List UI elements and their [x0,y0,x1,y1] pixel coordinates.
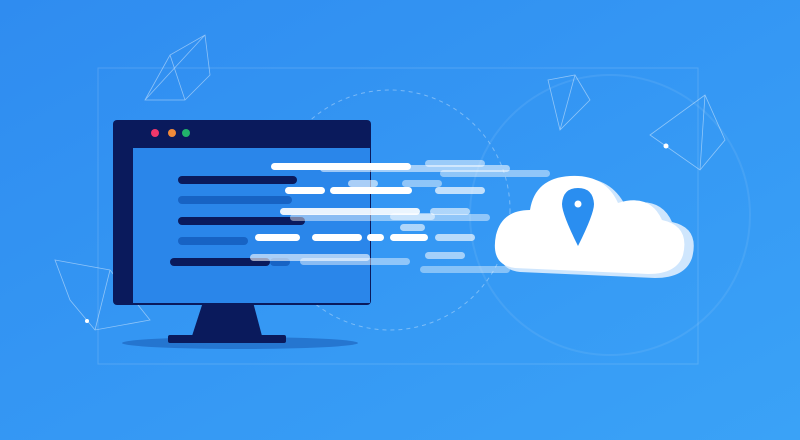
window-minimize-dot [168,129,176,137]
orbit-ring [469,74,751,356]
cloud-icon [494,175,694,278]
data-stream-line [250,254,370,261]
code-line [178,237,248,245]
data-stream-line [402,180,442,187]
data-stream-line [290,214,490,221]
location-pin-icon [562,188,594,246]
data-stream-line [425,160,485,167]
origami-bird-icon [54,259,151,331]
window-close-dot [151,129,159,137]
data-stream-line [285,187,325,194]
data-stream-line [435,187,485,194]
sparkle-dot [663,143,669,149]
data-stream-line [330,187,412,194]
data-stream-line [348,180,378,187]
data-stream-line [280,208,420,215]
data-stream-line [300,258,410,265]
frame-outline [97,67,699,365]
data-stream-line [440,170,550,177]
monitor-stand [192,302,262,336]
window-maximize-dot [182,129,190,137]
sparkle-dot [85,319,89,323]
data-stream-line [312,234,362,241]
data-stream-line [390,234,428,241]
code-line [170,258,270,266]
origami-bird-icon [649,94,726,171]
data-stream-line [430,208,470,215]
pin-hole [574,200,582,208]
data-stream-line [255,234,300,241]
data-stream-line [400,224,425,231]
origami-decorations [54,34,726,331]
origami-bird-icon [547,74,591,131]
data-stream-line [390,213,435,220]
code-line [178,176,297,184]
data-stream-line [420,266,510,273]
data-stream [250,160,550,273]
monitor-base [168,335,286,343]
origami-bird-icon [144,34,211,101]
data-stream-line [425,252,465,259]
data-stream-line [367,234,384,241]
code-line [178,196,292,204]
code-line [178,217,305,225]
monitor-screen [133,148,370,303]
data-stream-line [435,234,475,241]
